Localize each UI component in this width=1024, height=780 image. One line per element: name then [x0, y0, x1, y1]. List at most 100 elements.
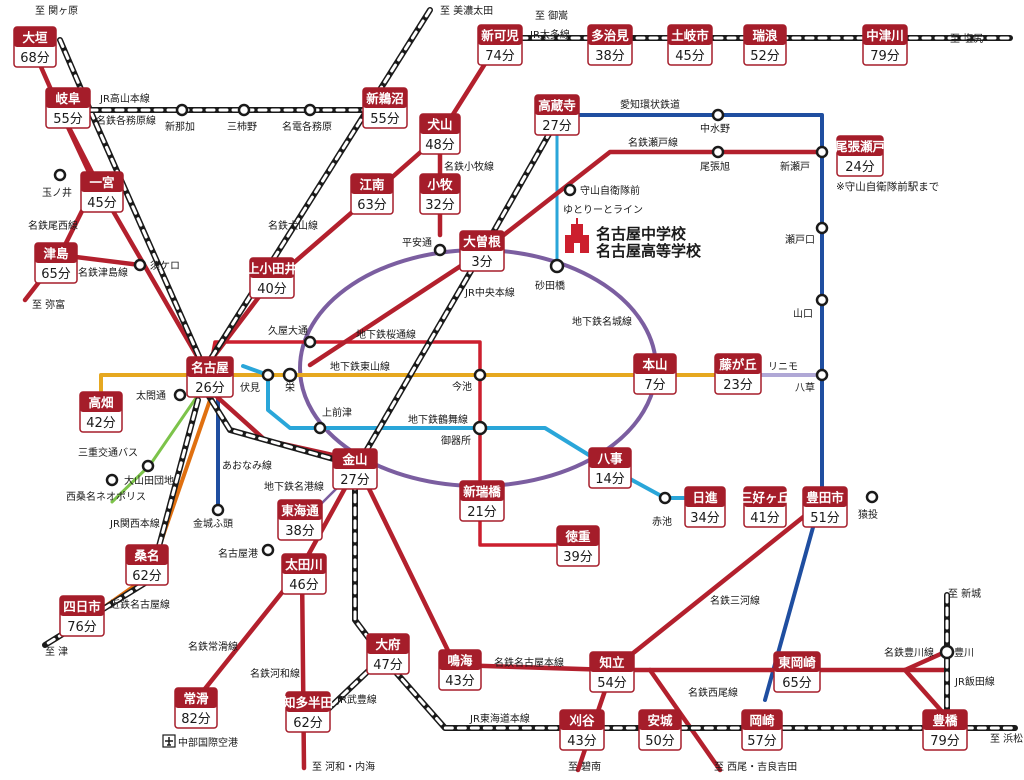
line-labels: JR高山本線 名鉄各務原線 名鉄尾西線 名鉄津島線 名鉄犬山線 名鉄小牧線 JR…	[28, 28, 995, 725]
line-meitetsu-kakamigahara: 名鉄各務原線	[96, 114, 156, 127]
dest-shiojiri: 至 塩尻	[950, 32, 983, 45]
school-building-icon	[565, 218, 589, 253]
station-box-header	[639, 710, 681, 730]
station-shinseto: 新瀬戸	[780, 160, 810, 173]
station-box-time: 62分	[132, 569, 162, 584]
station-box-name: 八事	[596, 451, 623, 466]
station-labels: 新那加 三柿野 名電各務原 玉ノ井 須ケロ 平安通 守山自衛隊前 砂田橋 中水野…	[42, 120, 974, 749]
station-box-name: 犬山	[426, 117, 452, 132]
station-imaike: 今池	[452, 380, 472, 393]
line-meitetsu-nishio: 名鉄西尾線	[688, 686, 738, 699]
line-jr-taketoyo: JR武豊線	[336, 693, 377, 706]
station-sukaguchi: 須ケロ	[150, 260, 180, 272]
station-box-time: 51分	[810, 511, 840, 526]
station-box-name: 新鵜沼	[366, 91, 404, 106]
dest-mitake: 至 御嵩	[535, 9, 568, 22]
school-name-2: 名古屋高等学校	[596, 242, 702, 260]
station-box-name: 津島	[43, 246, 69, 261]
station-box-header	[286, 692, 330, 712]
station-box-header	[420, 174, 460, 194]
station-setoguchi: 瀬戸口	[785, 234, 815, 246]
dest-kowa-utsumi: 至 河和・内海	[312, 760, 375, 773]
school-name-1: 名古屋中学校	[596, 225, 687, 243]
station-box-header	[923, 710, 967, 730]
station-hisayaodori: 久屋大通	[268, 324, 308, 337]
station-dots	[53, 103, 955, 660]
station-box-time: 3分	[471, 255, 492, 270]
station-box-time: 52分	[750, 49, 780, 64]
line-jr-iida: JR飯田線	[954, 675, 995, 688]
station-box-header	[774, 652, 820, 672]
line-subway-tsurumai: 地下鉄鶴舞線	[408, 413, 468, 426]
station-box-header	[560, 710, 604, 730]
meitetsu-nagoya-north	[57, 107, 208, 373]
station-box-time: 46分	[289, 578, 319, 593]
station-moriyama-jieitai: 守山自衛隊前	[580, 184, 640, 197]
station-box-header	[126, 545, 168, 565]
station-heianodori: 平安通	[402, 236, 432, 249]
station-box-name: 岐阜	[55, 91, 81, 106]
station-box-header	[351, 174, 393, 194]
line-aichi-kanjo: 愛知環状鉄道	[620, 98, 680, 111]
station-box-time: 34分	[690, 511, 720, 526]
station-box-name: 高畑	[88, 395, 113, 410]
station-box-time: 45分	[675, 49, 705, 64]
station-meiden-kakamigahara: 名電各務原	[282, 120, 332, 133]
station-kinjofuto: 金城ふ頭	[193, 517, 233, 530]
line-jr-taita: JR太多線	[529, 28, 570, 41]
station-box-time: 42分	[86, 416, 116, 431]
station-box-header	[715, 354, 761, 374]
station-box-time: 65分	[41, 267, 71, 282]
line-subway-meiko: 地下鉄名港線	[264, 480, 324, 493]
station-yamaguchi: 山口	[793, 308, 813, 320]
line-linimo: リニモ	[768, 362, 798, 373]
station-box-name: 徳重	[564, 529, 591, 544]
station-box: 一宮 45分	[80, 171, 124, 213]
station-box-name: 豊橋	[932, 713, 958, 728]
station-box-header	[333, 449, 377, 469]
dest-shinshiro: 至 新城	[948, 587, 981, 600]
station-box-time: 24分	[845, 160, 875, 175]
station-box-header	[460, 231, 504, 251]
line-jr-chuo: JR中央本線	[464, 286, 515, 299]
station-yagusa: 八草	[795, 382, 815, 394]
station-box-name: 鳴海	[447, 653, 473, 668]
station-toyokawa: 豊川	[954, 646, 974, 659]
station-box-header	[35, 243, 77, 263]
station-box-time: 79分	[870, 49, 900, 64]
line-meitetsu-tokoname: 名鉄常滑線	[188, 640, 238, 653]
line-meitetsu-bisai: 名鉄尾西線	[28, 219, 78, 232]
station-box-name: 高蔵寺	[538, 98, 576, 113]
station-box-time: 43分	[567, 734, 597, 749]
station-box-header	[367, 634, 409, 654]
station-box-time: 45分	[87, 196, 117, 211]
dest-tsu: 至 津	[45, 646, 68, 658]
meitetsu-toyokawa-line	[902, 649, 948, 673]
line-sanjo-bus: 三重交通バス	[78, 446, 138, 459]
station-box-header	[588, 25, 632, 45]
dest-hekinan: 至 碧南	[568, 760, 601, 773]
station-box-name: 岡崎	[749, 713, 775, 728]
station-box-name: 一宮	[89, 175, 114, 190]
station-box-time: 65分	[782, 676, 812, 691]
station-box-header	[81, 172, 123, 192]
station-box-name: 刈谷	[569, 713, 595, 728]
destination-labels: 至 関ヶ原 至 美濃太田 至 御嵩 至 塩尻 至 弥富 至 津 至 河和・内海 …	[32, 4, 1023, 773]
station-box-header	[187, 357, 233, 377]
station-box-header	[175, 688, 217, 708]
line-jr-takayama: JR高山本線	[99, 92, 150, 105]
station-sankakino: 三柿野	[227, 120, 257, 133]
station-kamimaezu: 上前津	[322, 406, 352, 419]
